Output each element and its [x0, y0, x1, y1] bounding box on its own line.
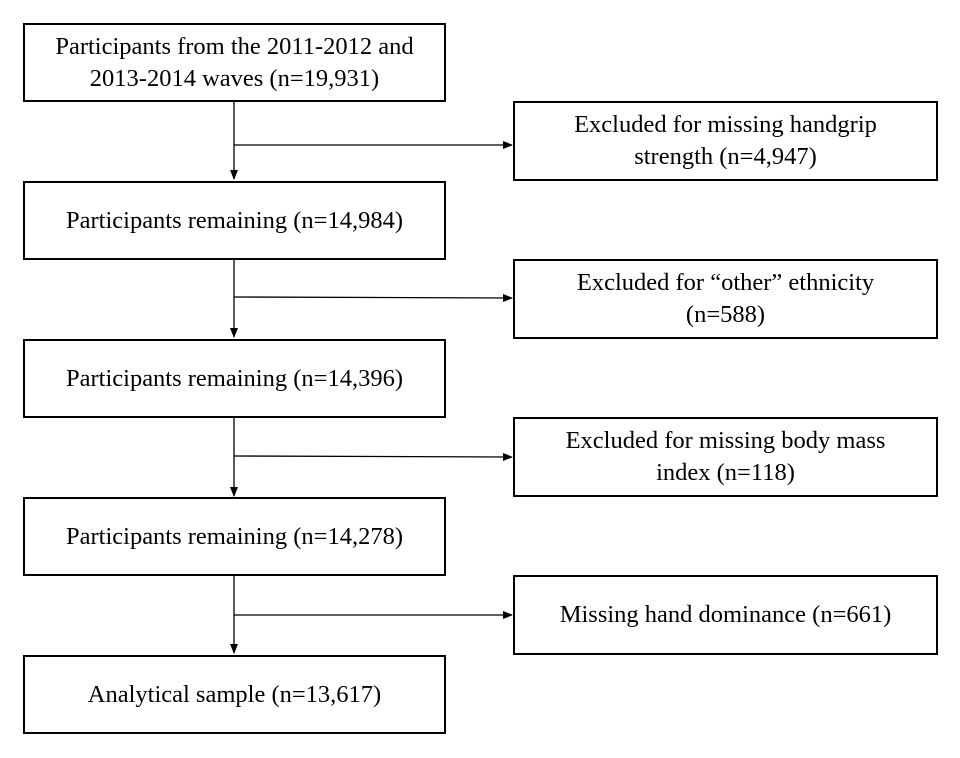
box-participants-remaining-1-text: Participants remaining (n=14,984) — [65, 206, 403, 234]
box-participants-remaining-3: Participants remaining (n=14,278) — [23, 497, 446, 576]
box-participants-remaining-2-text: Participants remaining (n=14,396) — [65, 364, 403, 392]
box-analytical-sample-text: Analytical sample (n=13,617) — [87, 680, 382, 708]
box-initial-participants: Participants from the 2011-2012 and 2013… — [23, 23, 446, 102]
box-excluded-ethnicity: Excluded for “other” ethnicity (n=588) — [513, 259, 938, 339]
box-missing-hand-dominance: Missing hand dominance (n=661) — [513, 575, 938, 655]
branch-arrow-3 — [233, 452, 513, 461]
box-excluded-handgrip-line1: Excluded for missing handgrip — [574, 111, 877, 138]
box-excluded-bmi: Excluded for missing body mass index (n=… — [513, 417, 938, 497]
box-excluded-handgrip: Excluded for missing handgrip strength (… — [513, 101, 938, 181]
box-participants-remaining-2: Participants remaining (n=14,396) — [23, 339, 446, 418]
box-excluded-bmi-line2: index (n=118) — [656, 459, 795, 486]
box-missing-hand-dominance-text: Missing hand dominance (n=661) — [559, 601, 892, 628]
box-analytical-sample: Analytical sample (n=13,617) — [23, 655, 446, 734]
box-excluded-bmi-line1: Excluded for missing body mass — [565, 427, 886, 454]
box-excluded-ethnicity-line1: Excluded for “other” ethnicity — [576, 269, 875, 296]
box-excluded-handgrip-line2: strength (n=4,947) — [634, 143, 817, 170]
box-initial-participants-line1: Participants from the 2011-2012 and — [55, 32, 414, 60]
box-excluded-ethnicity-line2: (n=588) — [685, 301, 766, 328]
box-participants-remaining-3-text: Participants remaining (n=14,278) — [65, 522, 403, 550]
box-initial-participants-line2: 2013-2014 waves (n=19,931) — [89, 64, 380, 92]
branch-arrow-2 — [233, 293, 513, 302]
box-participants-remaining-1: Participants remaining (n=14,984) — [23, 181, 446, 260]
